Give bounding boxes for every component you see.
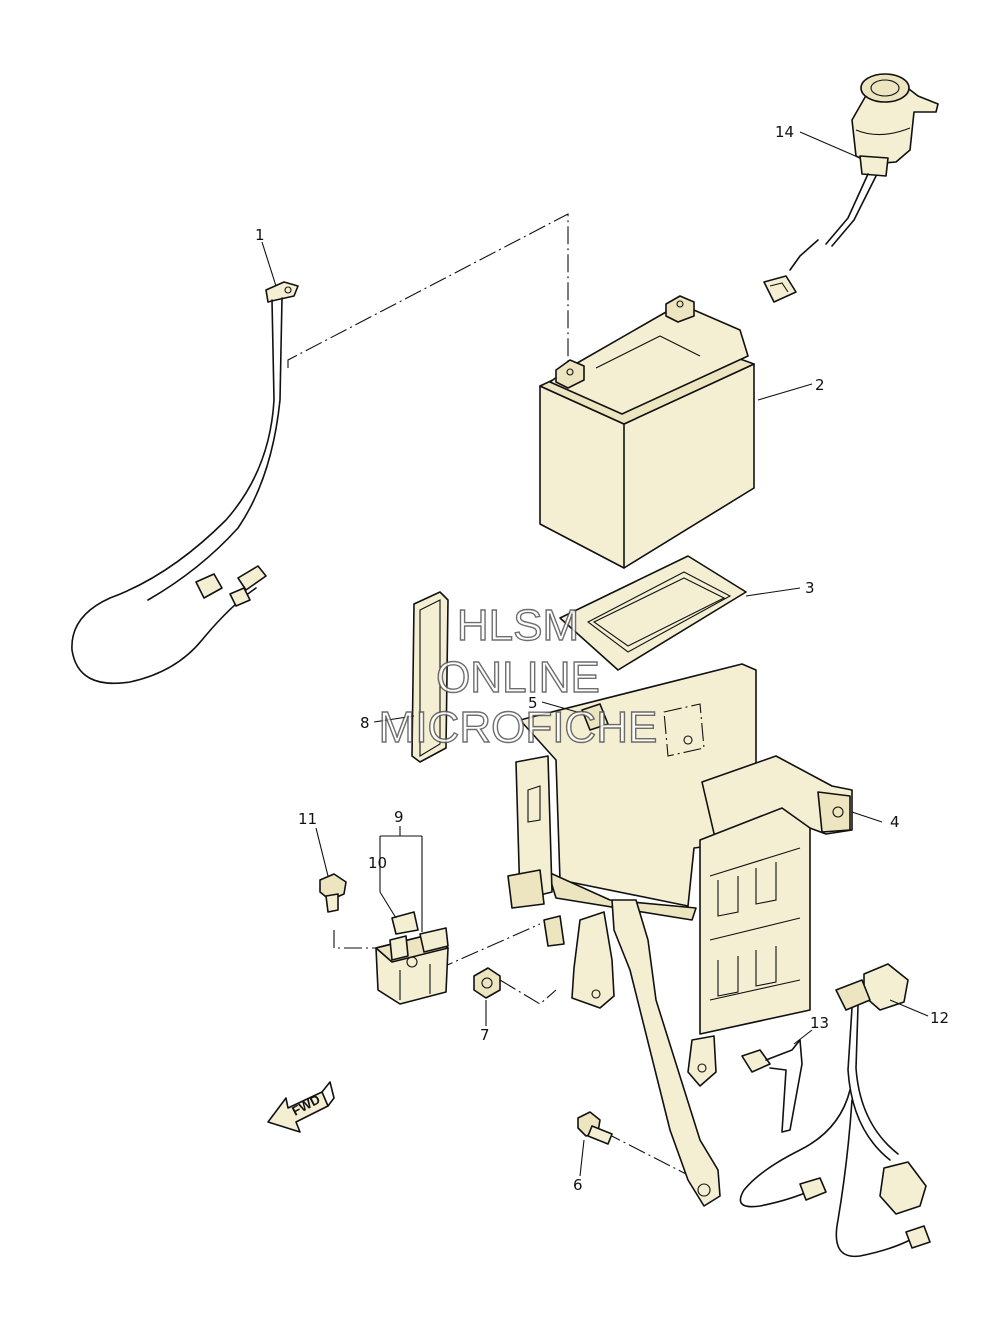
nut-7 <box>473 967 501 999</box>
callout-2: 2 <box>815 376 825 394</box>
battery-band-8 <box>411 591 449 763</box>
forward-arrow-icon: FWD <box>267 1081 335 1133</box>
callout-5: 5 <box>528 694 538 712</box>
callout-12: 12 <box>930 1009 949 1027</box>
battery-pad-3 <box>559 555 747 671</box>
callout-6: 6 <box>573 1176 583 1194</box>
callout-7: 7 <box>480 1026 490 1044</box>
battery-lead-1 <box>71 281 299 685</box>
callout-8: 8 <box>360 714 370 732</box>
leader-lines <box>261 131 929 1177</box>
callout-1: 1 <box>255 226 265 244</box>
callout-13: 13 <box>810 1014 829 1032</box>
callout-labels: 1 2 3 4 5 6 7 8 9 10 11 12 13 14 <box>255 123 949 1194</box>
battery-box-4 <box>507 663 853 1207</box>
callout-14: 14 <box>775 123 794 141</box>
cable-tie-13 <box>741 1039 803 1133</box>
bolt-6 <box>577 1111 613 1145</box>
callout-3: 3 <box>805 579 815 597</box>
screw-11 <box>319 873 347 913</box>
battery-2 <box>539 295 755 569</box>
watermark-line-1: HLSM <box>457 601 579 650</box>
clip-5 <box>581 703 705 757</box>
wire-harness-12 <box>739 963 931 1258</box>
watermark: HLSM ONLINE MICROFICHE <box>378 600 658 752</box>
watermark-line-2: ONLINE <box>436 653 600 702</box>
watermark-line-3: MICROFICHE <box>379 703 658 752</box>
callout-9: 9 <box>394 808 404 826</box>
callout-10: 10 <box>368 854 387 872</box>
callout-11: 11 <box>298 810 317 828</box>
callout-4: 4 <box>890 813 900 831</box>
accessory-socket-14 <box>763 73 939 303</box>
starter-relay-9 <box>375 911 449 1005</box>
